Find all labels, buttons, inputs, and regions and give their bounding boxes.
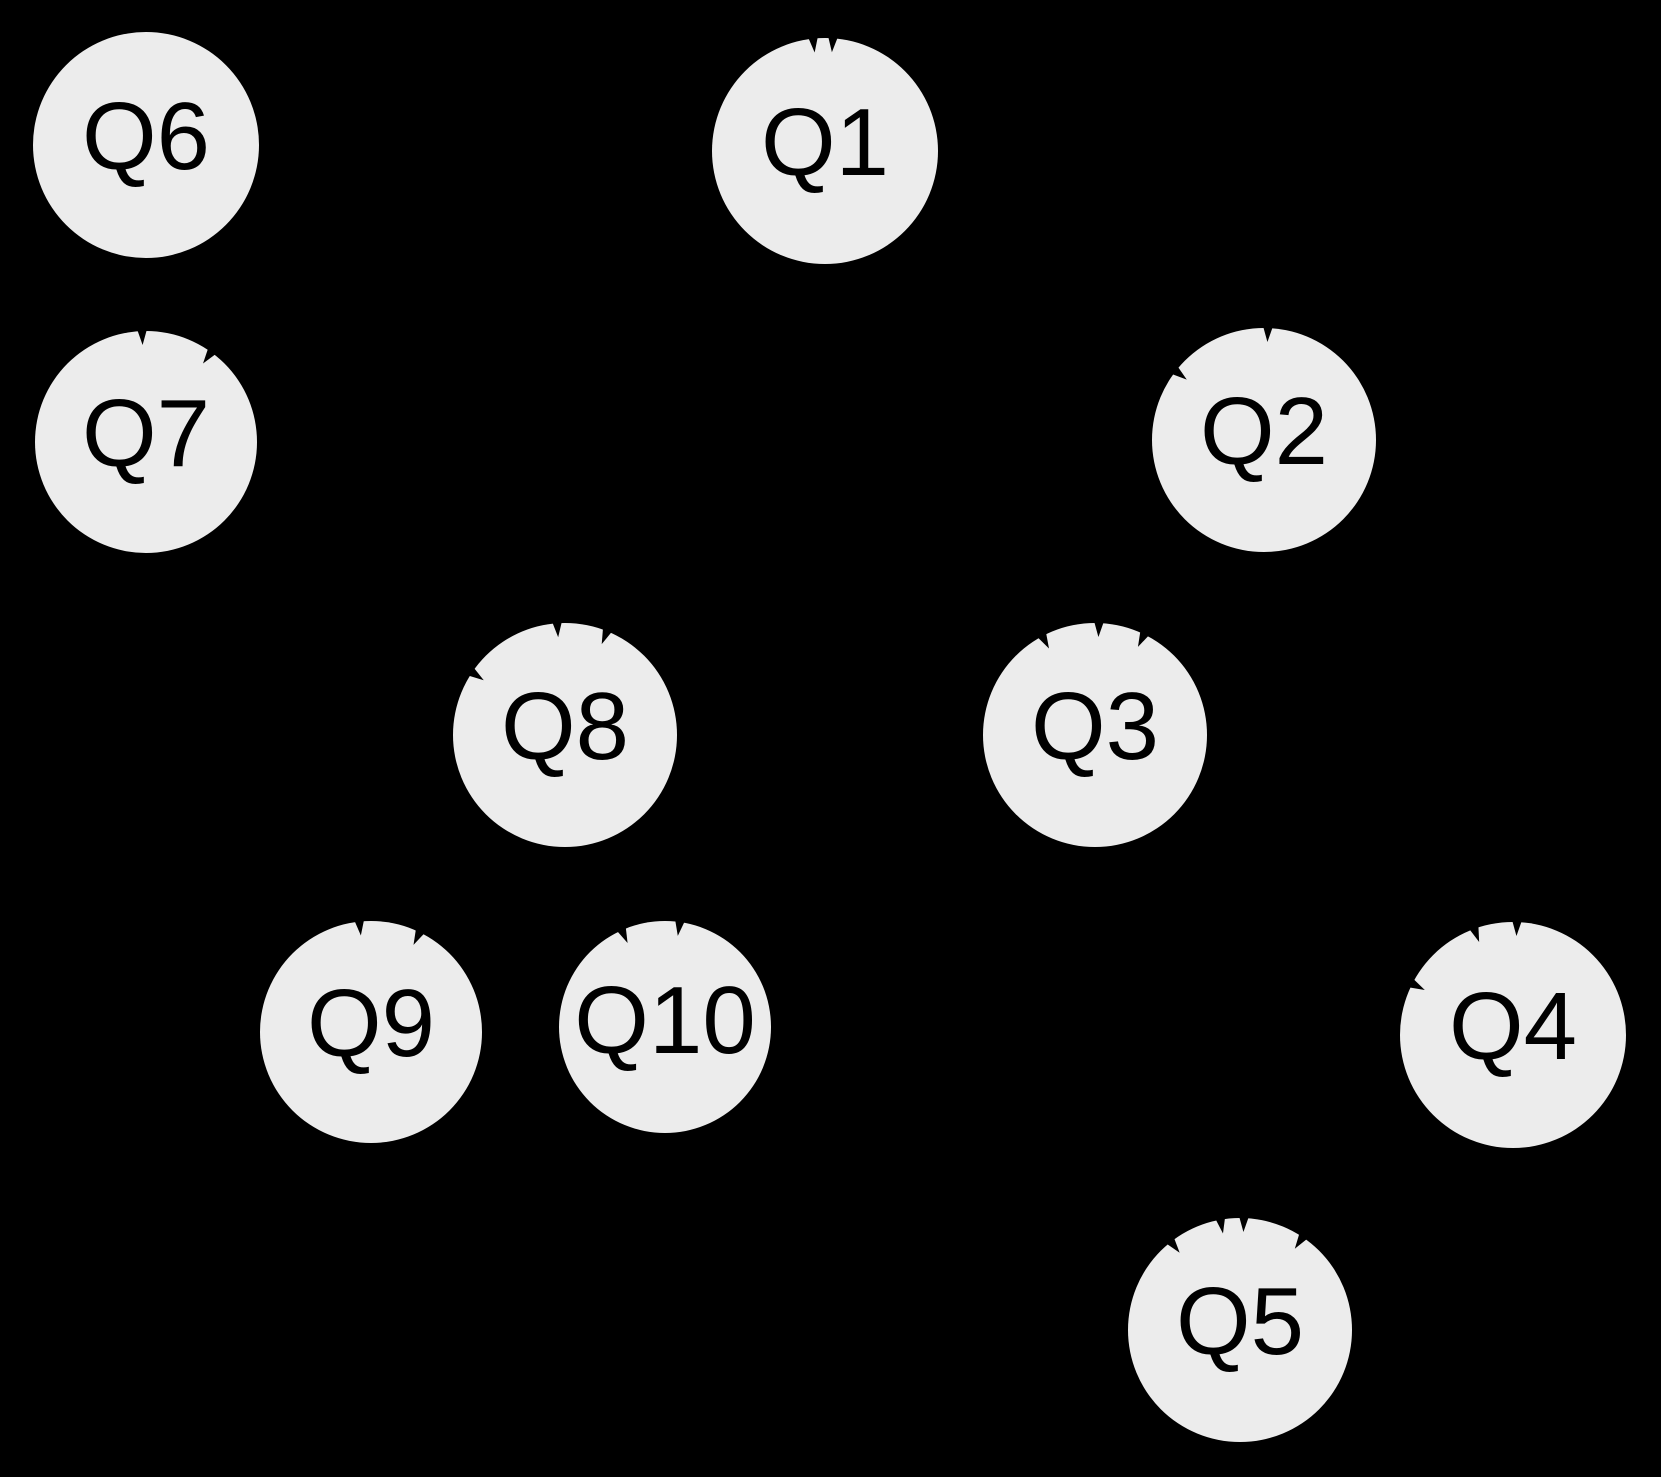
graph-node-q1[interactable]: Q1	[712, 35, 938, 264]
graph-node-q6[interactable]: Q6	[33, 32, 259, 258]
edge-arrowhead-notch	[198, 347, 217, 367]
graph-node-q8[interactable]: Q8	[453, 620, 677, 847]
graph-node-q5[interactable]: Q5	[1128, 1215, 1352, 1442]
edge-arrowhead-notch	[616, 926, 633, 945]
graph-node-q2[interactable]: Q2	[1152, 325, 1376, 552]
edge-arrowhead-notch	[1238, 1215, 1249, 1233]
graph-node-q7[interactable]: Q7	[35, 328, 257, 553]
edge-arrowhead-notch	[1262, 325, 1273, 343]
graph-node-label: Q6	[81, 83, 211, 190]
edge-arrowhead-notch	[1165, 1237, 1184, 1256]
edge-arrowhead-notch	[1037, 631, 1054, 651]
edge-arrowhead-notch	[409, 928, 426, 948]
graph-node-label: Q5	[1175, 1268, 1305, 1375]
graph-node-label: Q9	[306, 970, 436, 1077]
graph-node-label: Q7	[81, 380, 211, 487]
graph-node-label: Q8	[500, 673, 630, 780]
edge-arrowhead-notch	[354, 919, 366, 937]
graph-node-label: Q2	[1199, 378, 1329, 485]
edge-arrowhead-notch	[672, 919, 685, 937]
edge-arrowhead-notch	[1408, 978, 1428, 995]
graph-node-q3[interactable]: Q3	[983, 620, 1207, 847]
graph-node-q4[interactable]: Q4	[1400, 919, 1626, 1148]
edge-arrowhead-notch	[1468, 925, 1484, 944]
graph-node-q10[interactable]: Q10	[559, 919, 771, 1133]
graph-node-q9[interactable]: Q9	[260, 919, 482, 1143]
edge-arrowhead-notch	[826, 35, 839, 53]
edge-arrowhead-notch	[552, 620, 564, 638]
edge-arrowhead-notch	[1093, 620, 1104, 638]
edge-arrowhead-notch	[137, 328, 148, 346]
edge-arrowhead-notch	[467, 667, 487, 685]
edge-arrowhead-notch	[1133, 630, 1150, 650]
graph-node-label: Q3	[1030, 673, 1160, 780]
edge-arrowhead-notch	[597, 627, 613, 647]
edge-arrowhead-notch	[1171, 365, 1190, 384]
graph-node-label: Q10	[574, 967, 756, 1074]
graph-node-label: Q4	[1448, 973, 1578, 1080]
graph-node-label: Q1	[760, 89, 890, 196]
edge-arrowhead-notch	[1215, 1216, 1228, 1235]
edge-arrowhead-notch	[808, 36, 820, 54]
edge-arrowhead-notch	[1290, 1232, 1308, 1252]
edge-arrowhead-notch	[1511, 919, 1523, 937]
